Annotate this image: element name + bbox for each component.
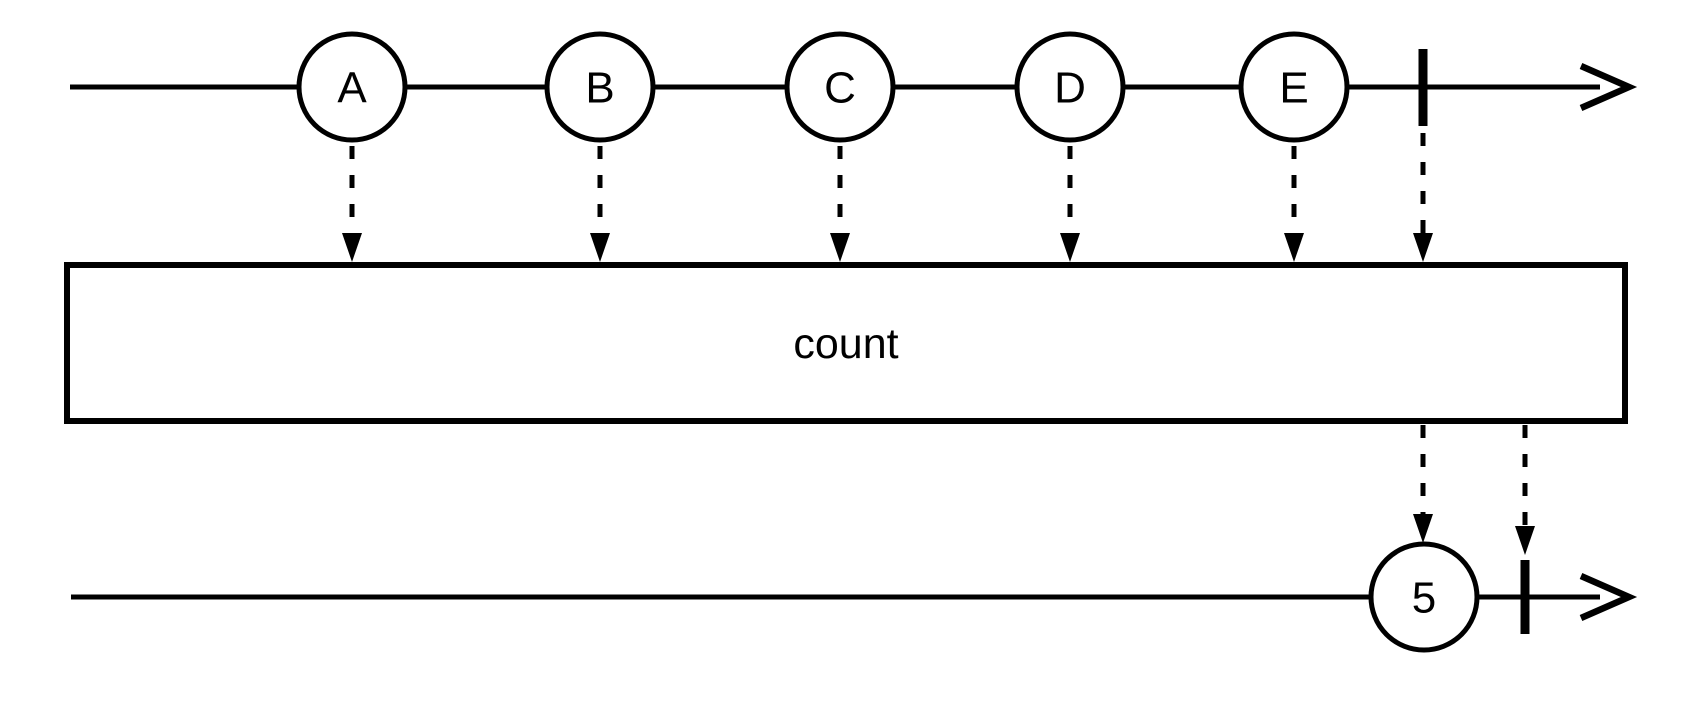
operator-rect xyxy=(64,262,1628,424)
source-timeline-arrowhead-icon xyxy=(1579,63,1638,111)
source-events: A B C D E xyxy=(296,31,1428,143)
arrowhead-icon xyxy=(1060,233,1080,262)
dashed-arrow-complete xyxy=(1515,425,1535,555)
event-label: C xyxy=(824,63,856,112)
event-circle xyxy=(1368,541,1480,653)
event-marble-e: E xyxy=(1238,31,1350,143)
event-marble-c: C xyxy=(784,31,896,143)
arrowhead-icon xyxy=(1413,514,1433,543)
output-event-marble: 5 xyxy=(1368,541,1480,653)
event-circle xyxy=(1014,31,1126,143)
event-label: D xyxy=(1054,63,1086,112)
event-label: 5 xyxy=(1412,573,1436,622)
arrowhead-icon xyxy=(830,233,850,262)
dashed-arrow xyxy=(1284,146,1304,262)
output-timeline: 5 xyxy=(71,541,1638,653)
arrowhead-icon xyxy=(342,233,362,262)
event-marble-b: B xyxy=(544,31,656,143)
source-to-operator-arrows xyxy=(342,133,1433,262)
operator-box: count xyxy=(64,262,1628,424)
operator-to-output-arrows xyxy=(1413,425,1535,555)
event-circle xyxy=(296,31,408,143)
dashed-arrow-result xyxy=(1413,425,1433,543)
arrowhead-icon xyxy=(1413,233,1433,262)
dashed-arrow xyxy=(1060,146,1080,262)
event-label: E xyxy=(1279,63,1308,112)
arrowhead-icon xyxy=(590,233,610,262)
event-label: B xyxy=(585,63,614,112)
output-timeline-arrowhead-icon xyxy=(1579,573,1638,621)
dashed-arrow-complete xyxy=(1413,133,1433,262)
dashed-arrow xyxy=(830,146,850,262)
dashed-arrow xyxy=(590,146,610,262)
operator-label: count xyxy=(793,320,898,368)
arrowhead-icon xyxy=(1515,526,1535,555)
event-circle xyxy=(544,31,656,143)
arrowhead-icon xyxy=(1284,233,1304,262)
event-circle xyxy=(1238,31,1350,143)
event-marble-a: A xyxy=(296,31,408,143)
event-circle xyxy=(784,31,896,143)
event-label: A xyxy=(337,63,367,112)
dashed-arrow xyxy=(342,146,362,262)
event-marble-d: D xyxy=(1014,31,1126,143)
